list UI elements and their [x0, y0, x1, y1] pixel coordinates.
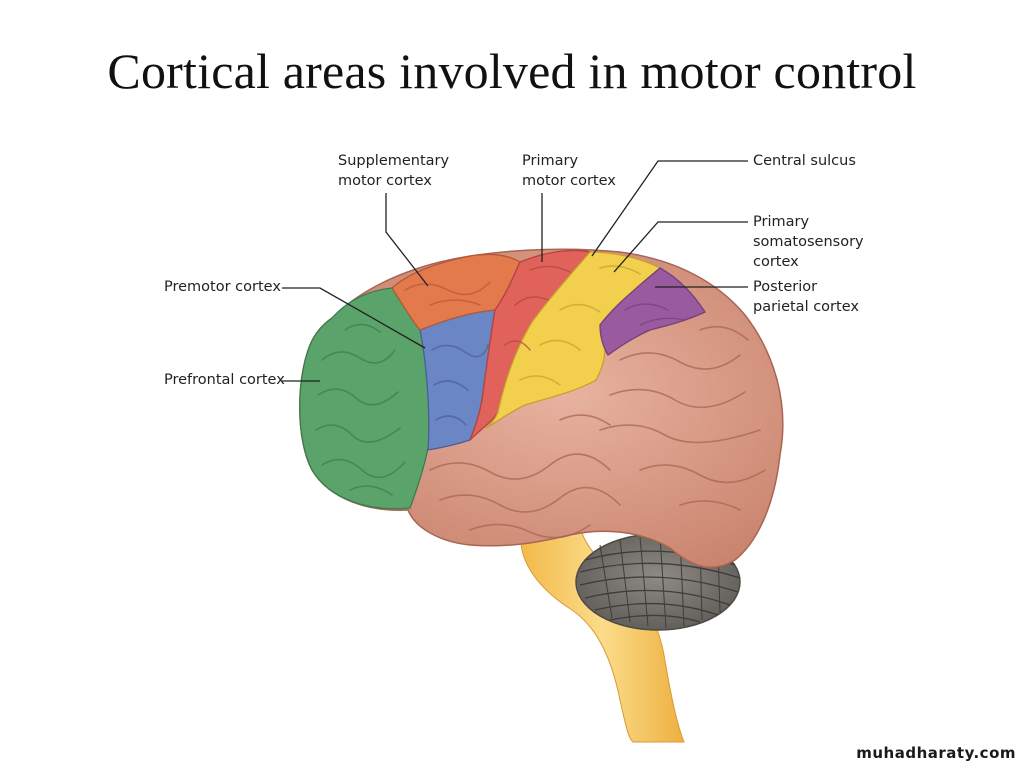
label-central-sulcus: Central sulcus	[753, 153, 856, 169]
leader-line-premotor	[282, 287, 426, 349]
leader-line-central-sulcus	[591, 160, 748, 257]
label-supplementary-motor-cortex: Supplementary motor cortex	[338, 153, 450, 189]
slide-title: Cortical areas involved in motor control	[107, 43, 917, 99]
label-posterior-parietal-cortex: Posterior parietal cortex	[753, 279, 859, 315]
leader-lines	[282, 160, 748, 382]
posterior-parietal-cortex	[599, 267, 706, 356]
label-prefrontal-cortex: Prefrontal cortex	[164, 372, 285, 388]
label-primary-somatosensory-cortex: Primary somatosensory cortex	[753, 214, 864, 270]
prefrontal-cortex	[299, 287, 433, 510]
leader-line-somatosensory	[613, 221, 748, 273]
label-primary-motor-cortex: Primary motor cortex	[522, 153, 616, 189]
gyri-texture	[315, 265, 766, 539]
leader-line-supplementary	[385, 193, 429, 287]
label-premotor-cortex: Premotor cortex	[164, 279, 281, 295]
watermark: muhadharaty.com	[856, 744, 1016, 762]
